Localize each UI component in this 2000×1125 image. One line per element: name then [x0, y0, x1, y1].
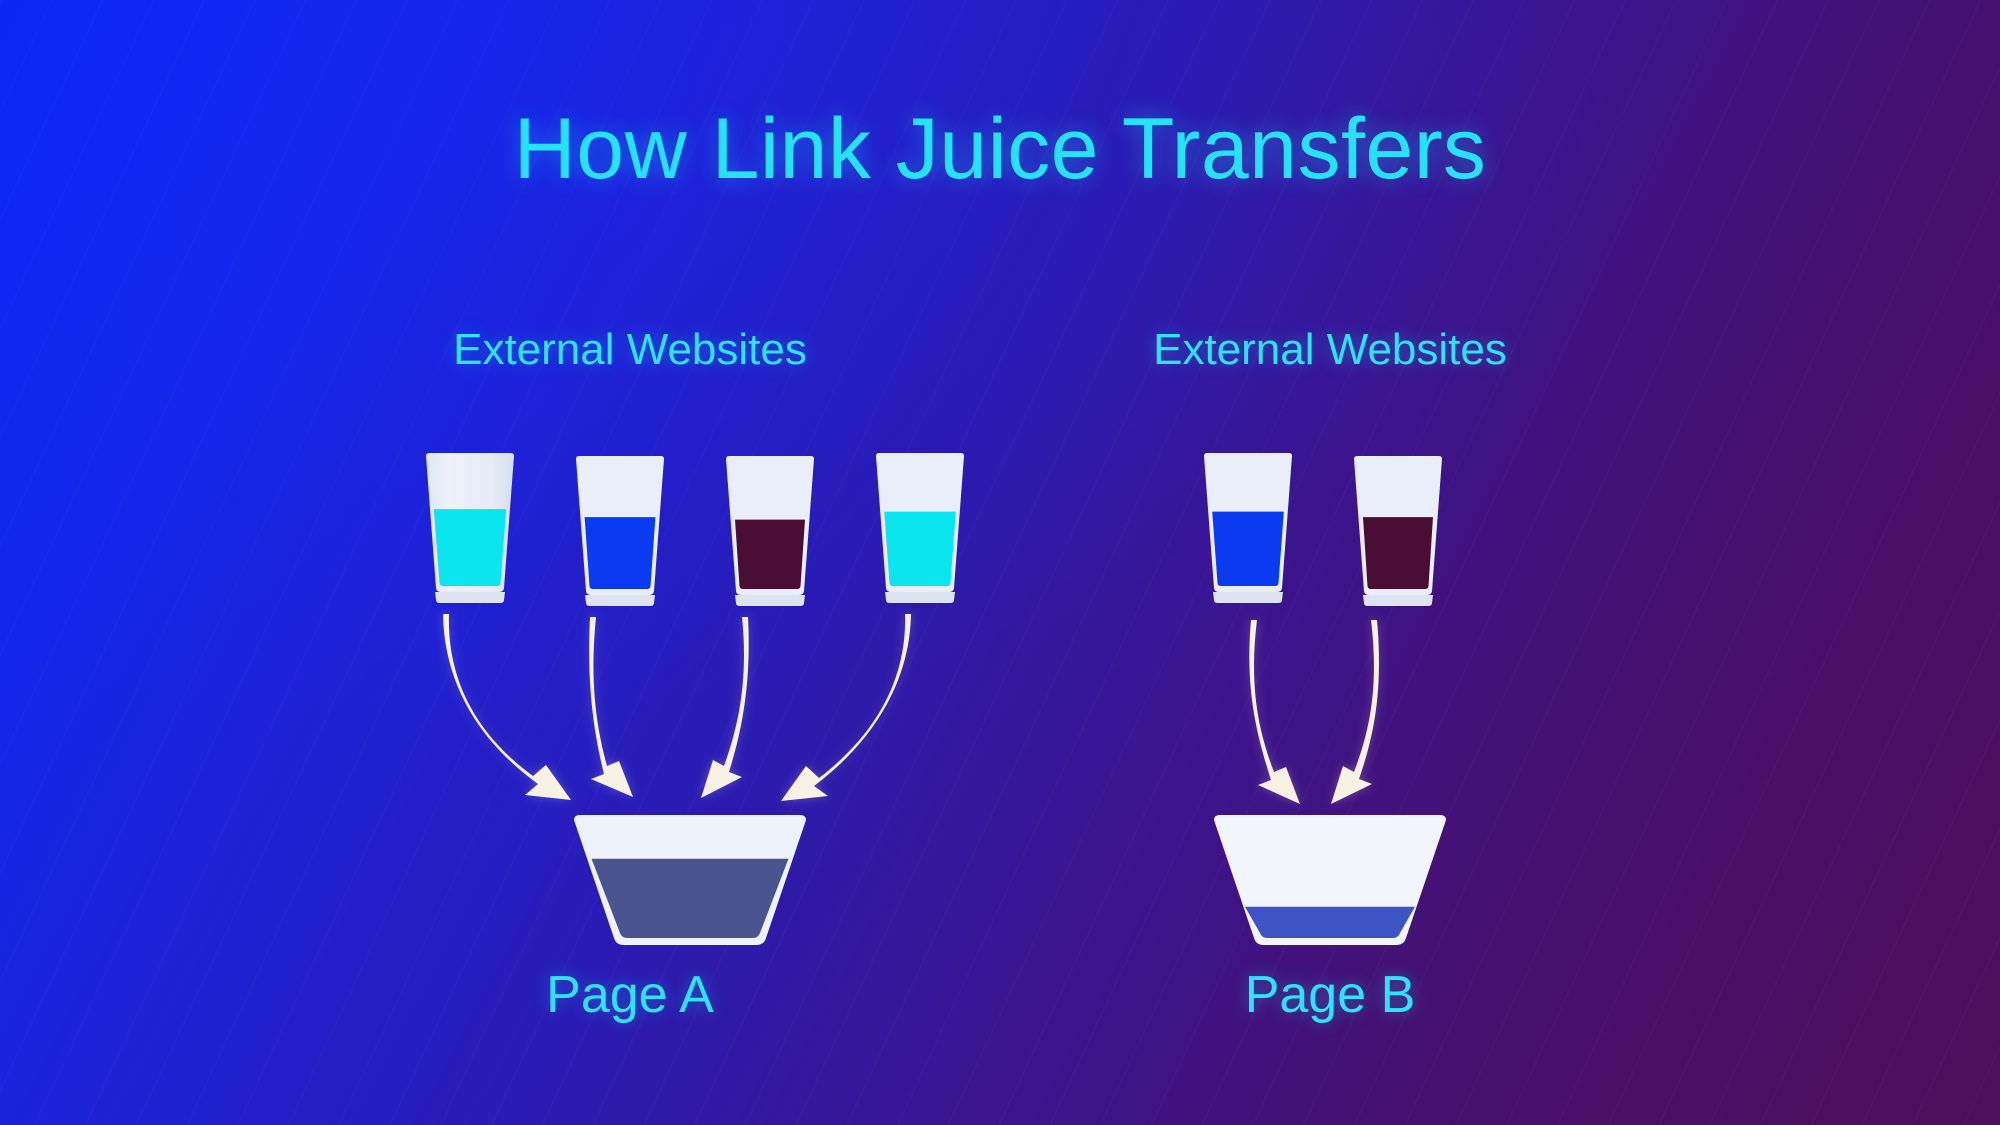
glass-b-2	[1348, 455, 1448, 610]
glass-base	[435, 592, 505, 603]
group-label-external-websites-a: External Websites	[453, 325, 807, 374]
glass-b-1	[1198, 452, 1298, 607]
glass-liquid	[1363, 517, 1433, 589]
bowl-page-a	[570, 812, 810, 952]
group-page-b: External Websites Page B	[1020, 0, 1640, 1125]
glass-liquid	[884, 511, 956, 586]
bowl-liquid	[591, 858, 789, 938]
glass-liquid	[584, 517, 656, 589]
glass-base	[1363, 595, 1433, 606]
glass-base	[735, 595, 805, 606]
glass-base	[885, 592, 955, 603]
page-label-b: Page B	[1244, 966, 1416, 1024]
glass-a-1	[420, 452, 520, 607]
group-page-a: External Websites	[280, 0, 980, 1125]
glass-liquid	[433, 509, 507, 586]
glass-base	[1213, 592, 1283, 603]
glass-liquid	[1212, 511, 1284, 586]
bowl-liquid	[1245, 906, 1415, 938]
group-label-external-websites-b: External Websites	[1153, 325, 1507, 374]
page-title: How Link Juice Transfers	[513, 101, 1487, 197]
glass-a-2	[570, 455, 670, 610]
glass-a-3	[720, 455, 820, 610]
glass-liquid	[735, 519, 805, 589]
bowl-page-b	[1210, 812, 1450, 952]
glass-base	[585, 595, 655, 606]
page-label-a: Page A	[546, 966, 714, 1024]
glass-a-4	[870, 452, 970, 607]
